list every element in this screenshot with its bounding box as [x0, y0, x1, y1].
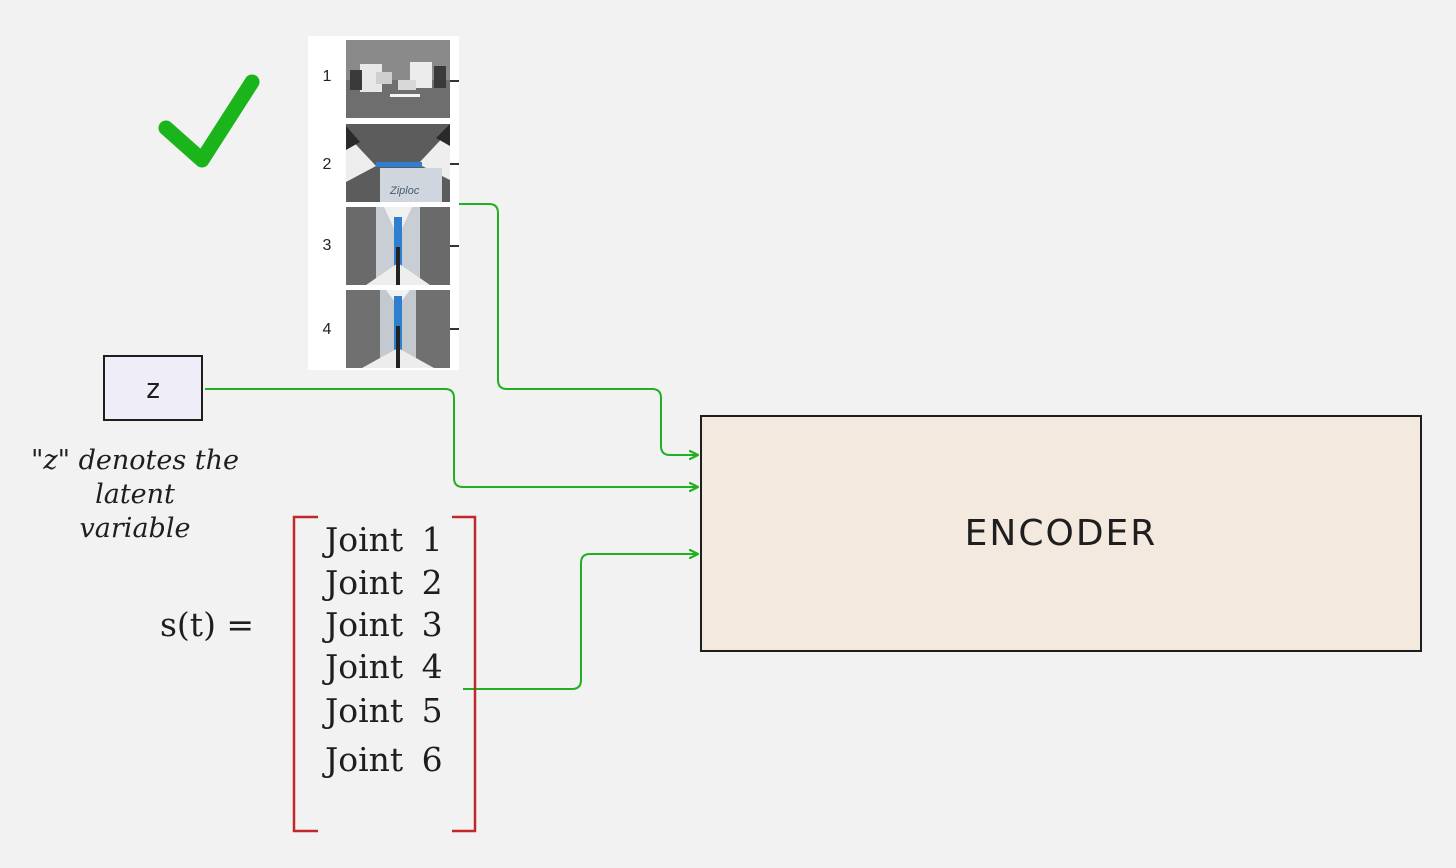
- frame-image-3: [346, 207, 450, 285]
- state-vector-label: s(t) =: [160, 605, 255, 644]
- joint-entry: Joint 4: [325, 647, 443, 686]
- z-annotation-line: "z" denotes the: [30, 445, 240, 476]
- frame-number: 3: [322, 237, 332, 254]
- joint-entry: Joint 3: [325, 605, 443, 644]
- frame-tick: [450, 245, 459, 247]
- encoder-block: ENCODER: [700, 415, 1422, 652]
- z-annotation-line: variable: [79, 513, 191, 544]
- state-vector-bracket: [292, 515, 477, 833]
- encoder-label: ENCODER: [964, 513, 1158, 554]
- joint-entry: Joint 5: [325, 691, 443, 730]
- frame-image-2: Ziploc: [346, 124, 450, 202]
- frame-tick: [450, 80, 459, 82]
- checkmark-icon: [158, 74, 260, 168]
- arrow-images-to-encoder: [459, 203, 698, 455]
- joint-entry: Joint 6: [325, 740, 443, 779]
- frame-image-1: [346, 40, 450, 118]
- joint-entry: Joint 2: [325, 563, 443, 602]
- z-box-label: z: [144, 371, 162, 405]
- joint-entry: Joint 1: [325, 520, 443, 559]
- ziploc-caption: Ziploc: [389, 185, 420, 197]
- z-annotation-line: latent: [95, 479, 175, 510]
- z-annotation: "z" denotes the latent variable: [10, 444, 260, 546]
- arrow-state-to-encoder: [463, 554, 698, 690]
- frame-image-4: [346, 290, 450, 368]
- frame-tick: [450, 328, 459, 330]
- image-sequence-strip: 1 2 Ziploc 3: [308, 36, 459, 370]
- frame-tick: [450, 163, 459, 165]
- frame-number: 4: [322, 321, 332, 338]
- frame-number: 1: [322, 68, 332, 85]
- frame-number: 2: [322, 156, 332, 173]
- latent-z-box: z: [103, 355, 203, 421]
- arrow-z-to-encoder: [205, 388, 698, 487]
